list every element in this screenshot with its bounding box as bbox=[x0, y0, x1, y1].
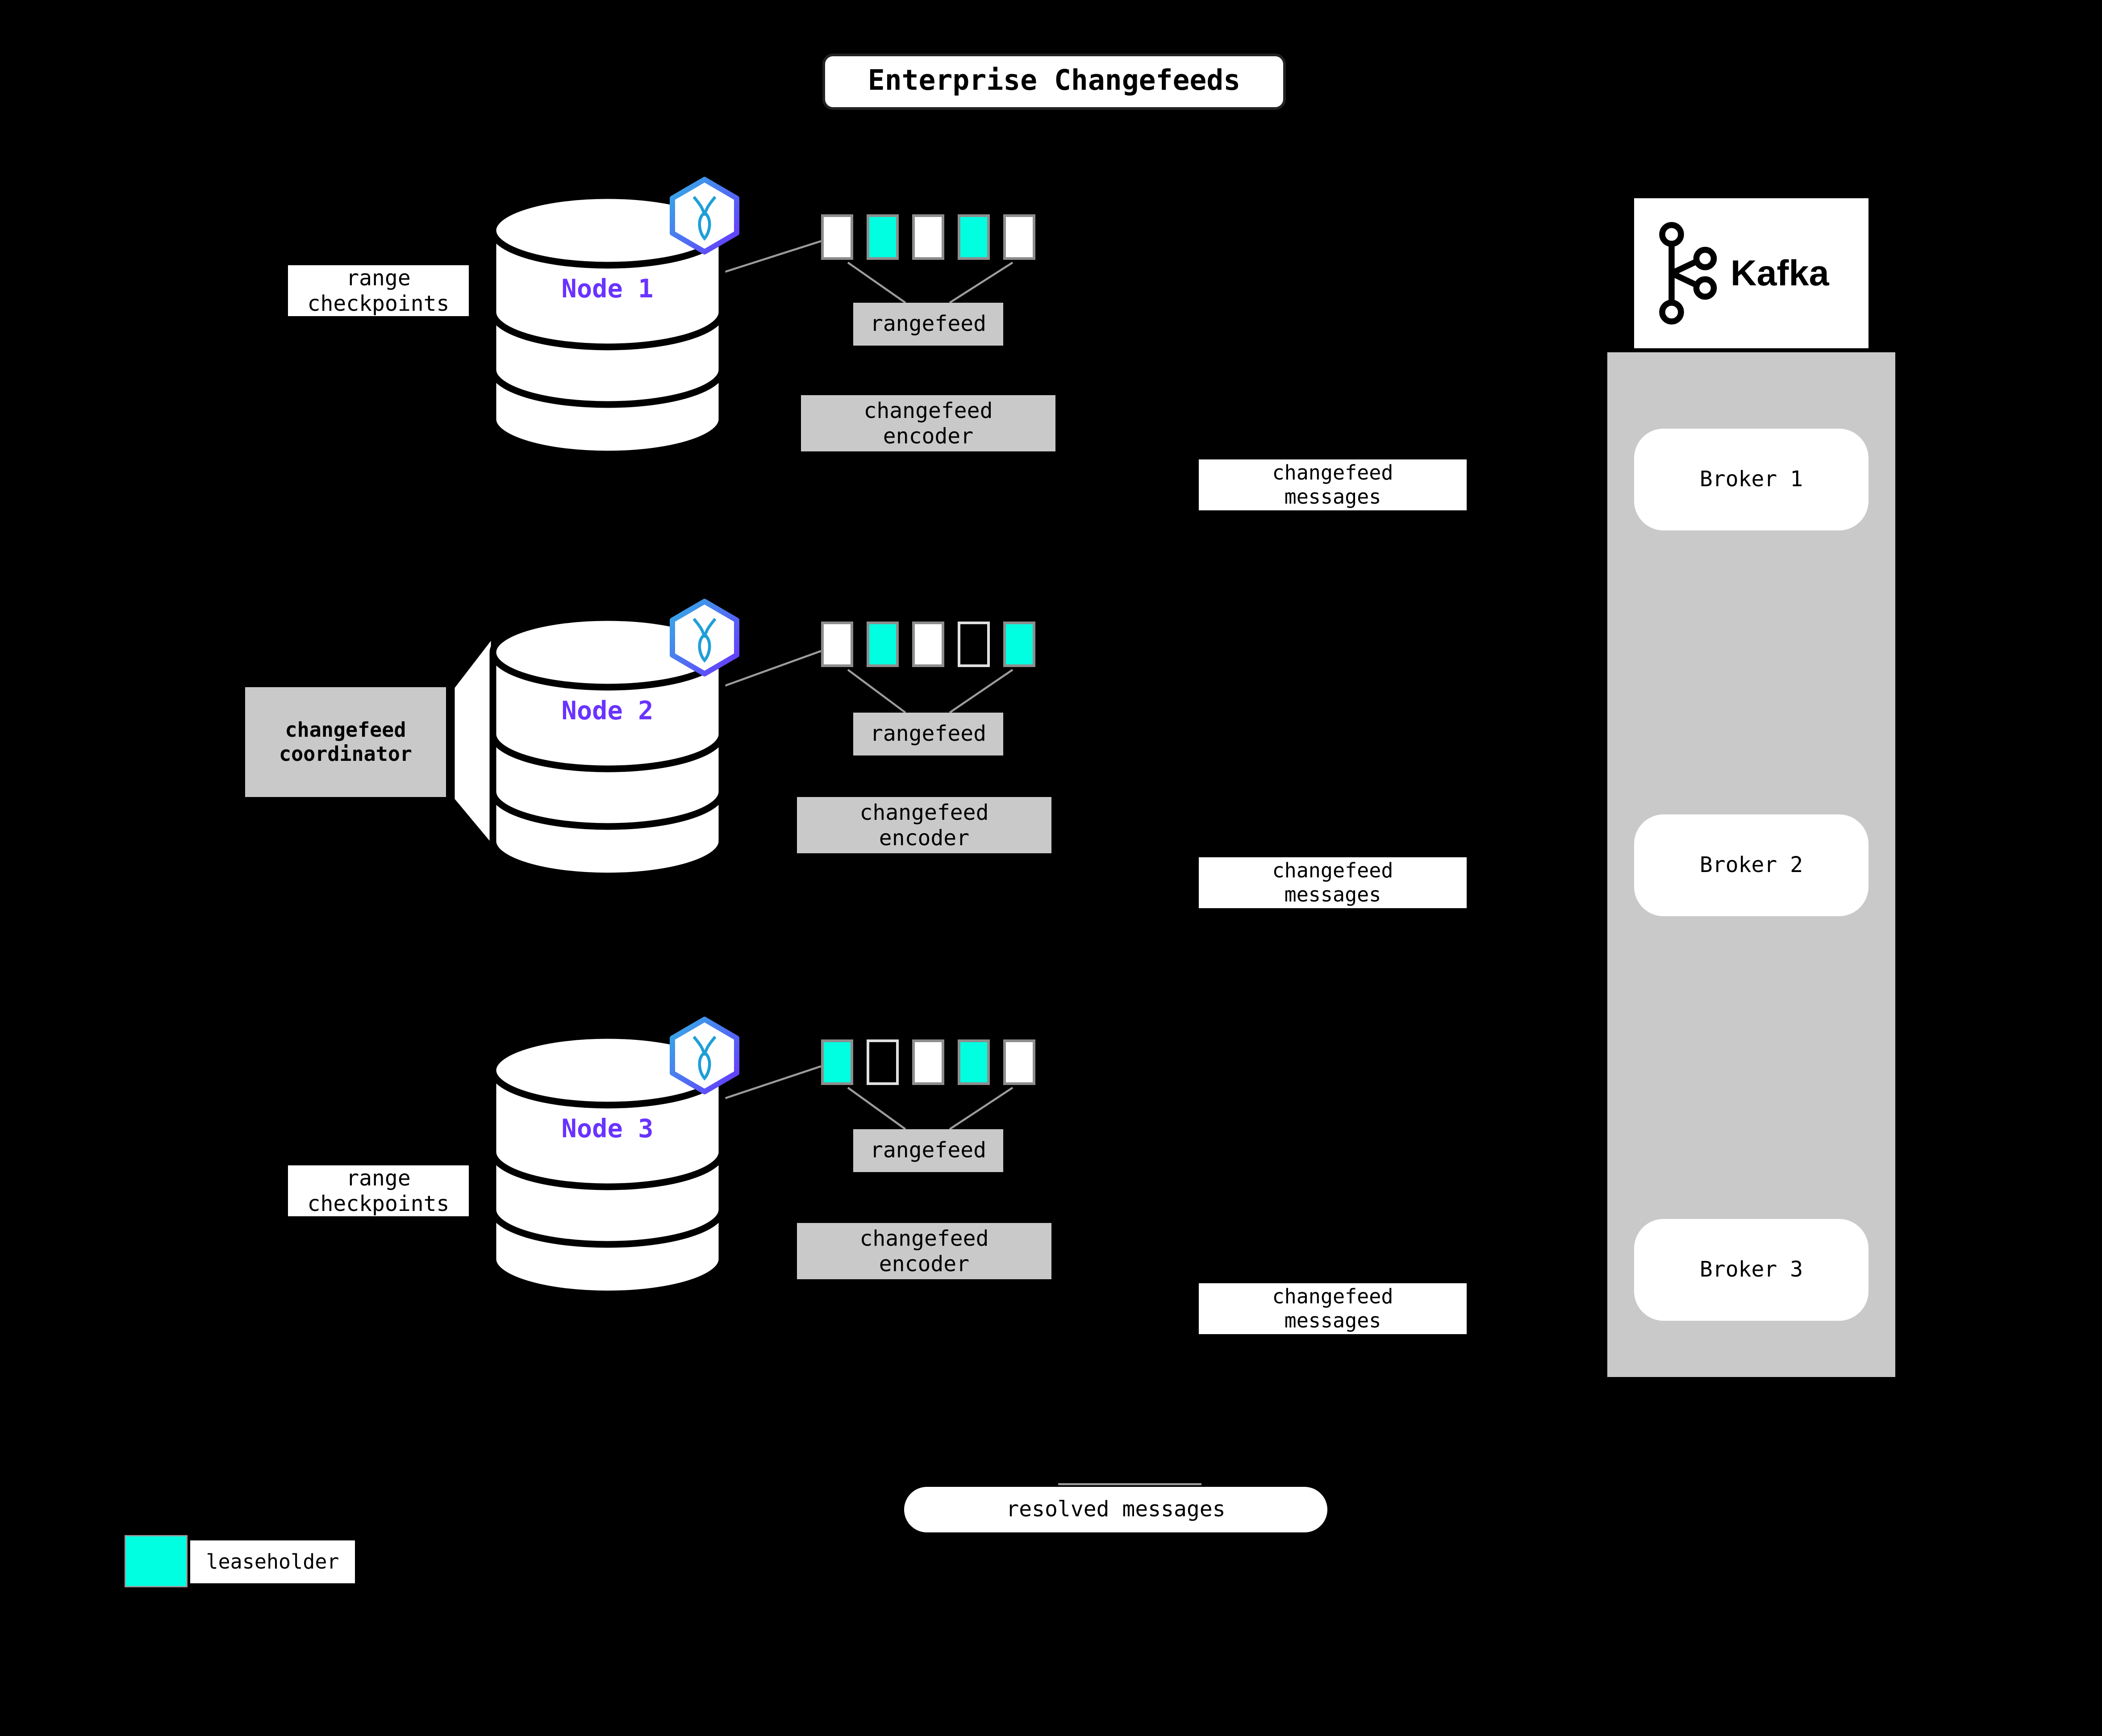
kafka-logo-icon bbox=[1659, 222, 1717, 325]
node-2-changefeed-encoder-box: changefeed encoder bbox=[797, 797, 1051, 853]
cockroachdb-logo-icon bbox=[670, 1017, 739, 1094]
cockroachdb-logo-icon bbox=[670, 177, 739, 255]
range-square-cyan bbox=[958, 1039, 990, 1085]
range-square-white bbox=[912, 214, 944, 260]
node-3-database-cylinder-icon bbox=[489, 1032, 726, 1298]
node-2-range-squares bbox=[821, 622, 1035, 667]
node-1-range-squares bbox=[821, 214, 1035, 260]
range-square-white bbox=[912, 622, 944, 667]
kafka-wordmark: Kafka bbox=[1731, 252, 1829, 293]
changefeed-coordinator-box: changefeed coordinator bbox=[245, 687, 446, 797]
broker-2: Broker 2 bbox=[1634, 814, 1868, 916]
changefeed-messages-label-2: changefeed messages bbox=[1199, 857, 1467, 908]
changefeed-messages-label-1: changefeed messages bbox=[1199, 459, 1467, 510]
changefeed-messages-label-3: changefeed messages bbox=[1199, 1283, 1467, 1334]
node-2-database-cylinder-icon bbox=[489, 614, 726, 880]
range-square-white bbox=[912, 1039, 944, 1085]
node-1-database-cylinder-icon bbox=[489, 192, 726, 458]
kafka-header: Kafka bbox=[1634, 198, 1868, 348]
range-square-white bbox=[1003, 1039, 1035, 1085]
cockroachdb-logo-icon bbox=[670, 599, 739, 676]
node-3-range-checkpoints-label: range checkpoints bbox=[288, 1165, 469, 1216]
range-square-cyan bbox=[1003, 622, 1035, 667]
node-1-range-checkpoints-label: range checkpoints bbox=[288, 265, 469, 316]
coordinator-beam bbox=[450, 629, 495, 854]
range-square-outline bbox=[958, 622, 990, 667]
node-3-rangefeed-box: rangefeed bbox=[853, 1129, 1003, 1172]
node-3-range-squares bbox=[821, 1039, 1035, 1085]
range-square-white bbox=[821, 214, 853, 260]
node-3-label: Node 3 bbox=[561, 1114, 654, 1144]
range-square-white bbox=[1003, 214, 1035, 260]
node-2-rangefeed-box: rangefeed bbox=[853, 713, 1003, 755]
node-3-changefeed-encoder-box: changefeed encoder bbox=[797, 1223, 1051, 1279]
resolved-messages-pill: resolved messages bbox=[904, 1487, 1327, 1532]
range-square-outline bbox=[867, 1039, 899, 1085]
node-1-changefeed-encoder-box: changefeed encoder bbox=[801, 395, 1055, 451]
broker-3: Broker 3 bbox=[1634, 1219, 1868, 1321]
legend-leaseholder-swatch bbox=[125, 1535, 188, 1587]
range-square-cyan bbox=[867, 214, 899, 260]
range-square-cyan bbox=[867, 622, 899, 667]
node-1-label: Node 1 bbox=[561, 275, 654, 304]
range-square-cyan bbox=[958, 214, 990, 260]
range-square-white bbox=[821, 622, 853, 667]
range-square-cyan bbox=[821, 1039, 853, 1085]
page-title: Enterprise Changefeeds bbox=[822, 54, 1286, 110]
broker-1: Broker 1 bbox=[1634, 429, 1868, 530]
node-1-rangefeed-box: rangefeed bbox=[853, 303, 1003, 346]
legend-leaseholder-label: leaseholder bbox=[190, 1540, 355, 1583]
node-2-label: Node 2 bbox=[561, 697, 654, 726]
